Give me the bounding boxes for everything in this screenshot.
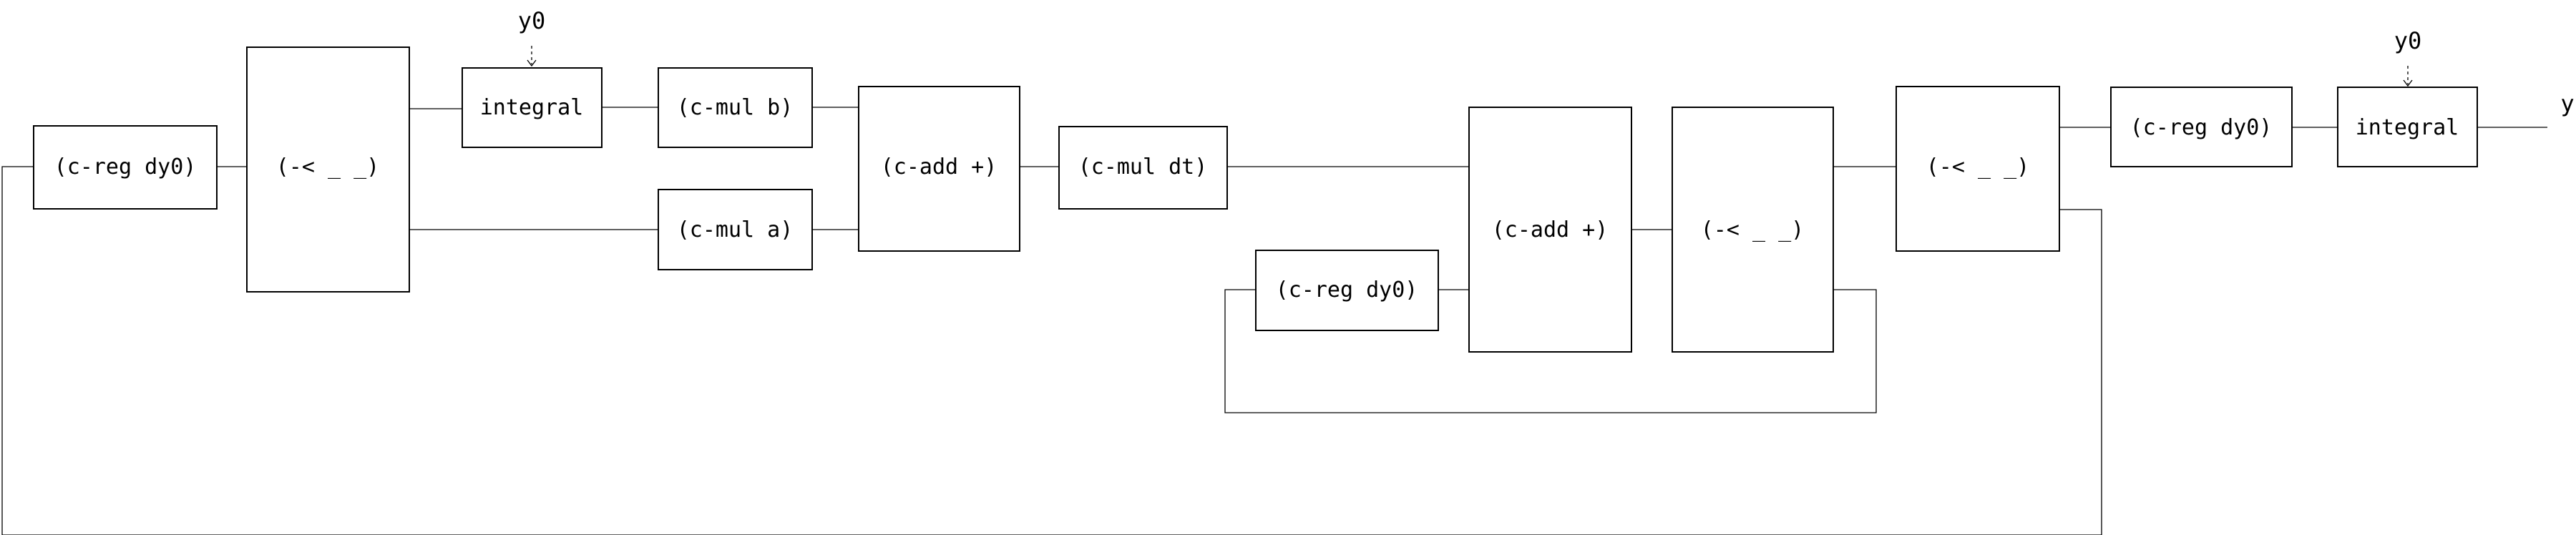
block-split-2-label: (-< _ _) bbox=[1701, 217, 1805, 242]
block-cmul-a-label: (c-mul a) bbox=[677, 217, 794, 242]
integral1-init-label: y0 bbox=[518, 7, 546, 34]
block-split-3: (-< _ _) bbox=[1896, 86, 2060, 252]
block-creg-2: (c-reg dy0) bbox=[1255, 250, 1439, 331]
block-split-1: (-< _ _) bbox=[246, 46, 410, 293]
output-label: y bbox=[2560, 90, 2574, 117]
block-cmul-dt: (c-mul dt) bbox=[1058, 126, 1228, 210]
block-cadd-1: (c-add +) bbox=[858, 86, 1020, 252]
block-split-1-label: (-< _ _) bbox=[276, 154, 380, 180]
block-integral-2: integral bbox=[2337, 87, 2478, 167]
block-integral-2-label: integral bbox=[2356, 115, 2459, 140]
block-split-3-label: (-< _ _) bbox=[1926, 154, 2030, 180]
block-integral-1: integral bbox=[462, 67, 602, 148]
initial-input-1: y0 bbox=[518, 7, 546, 67]
block-creg-3: (c-reg dy0) bbox=[2110, 87, 2293, 167]
integral2-init-label: y0 bbox=[2394, 27, 2422, 54]
block-cadd-1-label: (c-add +) bbox=[881, 154, 997, 180]
block-cadd-2: (c-add +) bbox=[1468, 107, 1632, 353]
arrowhead-integral2 bbox=[2403, 79, 2413, 87]
block-creg-1: (c-reg dy0) bbox=[33, 125, 218, 210]
block-cmul-b-label: (c-mul b) bbox=[677, 95, 794, 120]
block-cmul-b: (c-mul b) bbox=[658, 67, 813, 148]
block-creg-2-label: (c-reg dy0) bbox=[1276, 278, 1418, 303]
block-integral-1-label: integral bbox=[480, 95, 584, 120]
block-cadd-2-label: (c-add +) bbox=[1492, 217, 1609, 242]
block-cmul-a: (c-mul a) bbox=[658, 189, 813, 270]
wires bbox=[1, 107, 2547, 535]
block-split-2: (-< _ _) bbox=[1672, 107, 1834, 353]
block-cmul-dt-label: (c-mul dt) bbox=[1078, 154, 1208, 180]
block-creg-1-label: (c-reg dy0) bbox=[54, 154, 197, 180]
arrowhead-integral1 bbox=[527, 59, 537, 67]
initial-input-2: y0 bbox=[2394, 27, 2422, 87]
block-creg-3-label: (c-reg dy0) bbox=[2130, 115, 2273, 140]
wire-inner-feedback bbox=[1224, 289, 1877, 413]
wire-outer-feedback bbox=[1, 166, 2102, 535]
